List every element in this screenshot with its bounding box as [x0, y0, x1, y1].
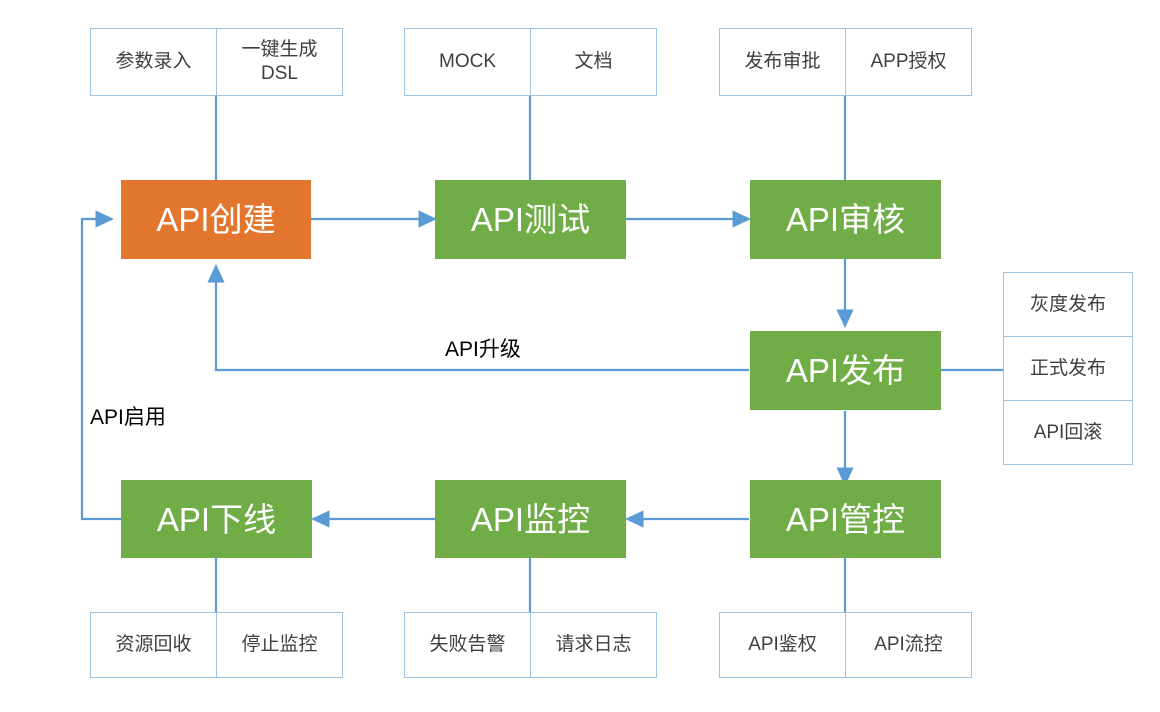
attr-group-govern: API鉴权 API流控 [719, 612, 972, 678]
attr-group-create: 参数录入 一键生成 DSL [90, 28, 343, 96]
node-api-test[interactable]: API测试 [435, 180, 626, 259]
node-api-govern[interactable]: API管控 [750, 480, 941, 558]
attr-cell-mock[interactable]: MOCK [405, 29, 531, 95]
attr-cell-api-rollback[interactable]: API回滚 [1033, 421, 1103, 443]
node-api-monitor[interactable]: API监控 [435, 480, 626, 558]
attr-group-review: 发布审批 APP授权 [719, 28, 972, 96]
attr-group-offline: 资源回收 停止监控 [90, 612, 343, 678]
attr-cell-stop-monitor[interactable]: 停止监控 [241, 634, 318, 656]
attr-cell-api-auth[interactable]: API鉴权 [720, 613, 846, 677]
attr-cell-formal-release[interactable]: 正式发布 [1004, 337, 1132, 401]
attr-group-monitor: 失败告警 请求日志 [404, 612, 657, 678]
node-api-create[interactable]: API创建 [121, 180, 311, 259]
node-api-publish[interactable]: API发布 [750, 331, 941, 410]
attr-cell-param-entry[interactable]: 参数录入 [91, 29, 217, 95]
edge-label-api-enable: API启用 [90, 406, 166, 429]
attr-cell-resource-reclaim[interactable]: 资源回收 [91, 613, 217, 677]
edge-api-enable-feedback [80, 210, 121, 521]
attr-cell-one-click-dsl[interactable]: 一键生成 DSL [241, 39, 318, 84]
edge-label-api-upgrade: API升级 [445, 338, 521, 361]
attr-cell-request-log[interactable]: 请求日志 [555, 634, 632, 656]
attr-group-test: MOCK 文档 [404, 28, 657, 96]
node-api-offline[interactable]: API下线 [121, 480, 312, 558]
node-api-review[interactable]: API审核 [750, 180, 941, 259]
attr-cell-app-authorization[interactable]: APP授权 [870, 51, 947, 73]
attr-cell-publish-approval[interactable]: 发布审批 [720, 29, 846, 95]
attr-cell-api-throttle[interactable]: API流控 [874, 634, 943, 656]
attr-cell-gray-release[interactable]: 灰度发布 [1004, 273, 1132, 337]
attr-cell-doc[interactable]: 文档 [574, 51, 613, 73]
attr-cell-failure-alert[interactable]: 失败告警 [405, 613, 531, 677]
attr-group-publish: 灰度发布 正式发布 API回滚 [1003, 272, 1133, 465]
